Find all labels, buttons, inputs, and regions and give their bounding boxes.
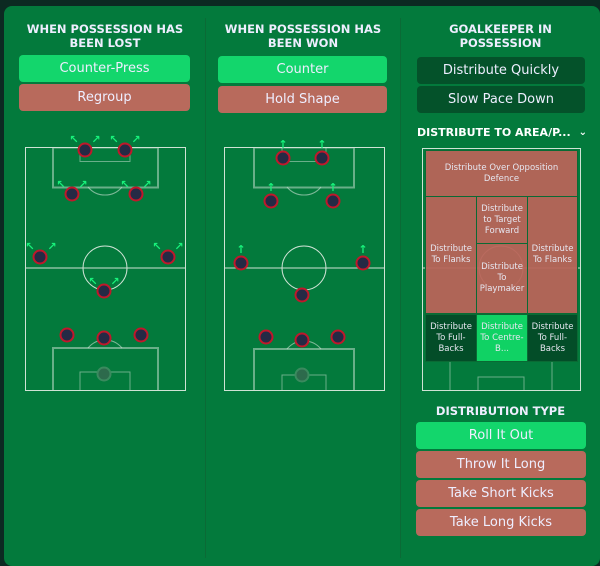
roll-it-out-button[interactable]: Roll It Out <box>416 422 586 449</box>
player-marker[interactable] <box>117 142 133 158</box>
hold-shape-button[interactable]: Hold Shape <box>218 86 387 113</box>
player-marker[interactable] <box>355 255 371 271</box>
arrow-icon: ↗ <box>91 133 101 146</box>
throw-it-long-button[interactable]: Throw It Long <box>416 451 586 478</box>
arrow-icon: ↖ <box>120 178 130 191</box>
counter-press-button[interactable]: Counter-Press <box>19 55 190 82</box>
player-marker[interactable] <box>233 255 249 271</box>
goalkeeper-possession-title: GOALKEEPER IN POSSESSION <box>449 22 552 50</box>
arrow-icon: ↗ <box>78 178 88 191</box>
player-marker[interactable] <box>325 193 341 209</box>
player-marker[interactable] <box>64 186 80 202</box>
distribute-area-dropdown[interactable]: DISTRIBUTE TO AREA/P... ⌄ <box>417 124 587 140</box>
counter-button[interactable]: Counter <box>218 56 387 83</box>
zone-full-backs-right[interactable]: Distribute To Full-Backs <box>527 314 578 362</box>
arrow-up-icon: ↑ <box>328 181 338 194</box>
player-marker[interactable] <box>133 327 149 343</box>
distribute-area-title: DISTRIBUTE TO AREA/P... <box>417 125 571 139</box>
player-marker[interactable] <box>77 142 93 158</box>
player-marker[interactable] <box>128 186 144 202</box>
arrow-icon: ↗ <box>110 275 120 288</box>
slow-pace-down-button[interactable]: Slow Pace Down <box>417 86 585 113</box>
arrow-icon: ↗ <box>131 133 141 146</box>
zone-target-forward[interactable]: Distribute to Target Forward <box>476 196 528 244</box>
player-marker[interactable] <box>59 327 75 343</box>
distribute-quickly-button[interactable]: Distribute Quickly <box>417 57 585 84</box>
zone-playmaker[interactable]: Distribute To Playmaker <box>476 243 528 314</box>
player-marker[interactable] <box>263 193 279 209</box>
goalkeeper-marker[interactable] <box>96 366 112 382</box>
arrow-up-icon: ↑ <box>266 181 276 194</box>
player-marker[interactable] <box>314 150 330 166</box>
pitch-possession-won <box>224 147 385 391</box>
chevron-down-icon: ⌄ <box>578 126 587 138</box>
goalkeeper-marker[interactable] <box>294 367 310 383</box>
pitch-possession-lost <box>25 147 186 391</box>
arrow-icon: ↗ <box>174 240 184 253</box>
arrow-icon: ↖ <box>25 240 35 253</box>
player-marker[interactable] <box>294 332 310 348</box>
arrow-icon: ↖ <box>69 133 79 146</box>
arrow-icon: ↖ <box>56 178 66 191</box>
zone-full-backs-left[interactable]: Distribute To Full-Backs <box>425 314 477 362</box>
take-short-kicks-button[interactable]: Take Short Kicks <box>416 480 586 507</box>
column-divider <box>205 18 206 558</box>
arrow-icon: ↗ <box>47 240 57 253</box>
distribution-type-title: DISTRIBUTION TYPE <box>435 404 566 418</box>
player-marker[interactable] <box>330 329 346 345</box>
player-marker[interactable] <box>96 330 112 346</box>
regroup-button[interactable]: Regroup <box>19 84 190 111</box>
take-long-kicks-button[interactable]: Take Long Kicks <box>416 509 586 536</box>
possession-won-title: WHEN POSSESSION HAS BEEN WON <box>224 22 382 50</box>
zone-centre-backs[interactable]: Distribute To Centre-B... <box>476 314 528 362</box>
arrow-up-icon: ↑ <box>358 243 368 256</box>
player-marker[interactable] <box>160 249 176 265</box>
arrow-icon: ↖ <box>88 275 98 288</box>
arrow-up-icon: ↑ <box>317 138 327 151</box>
arrow-icon: ↖ <box>109 133 119 146</box>
zone-flanks-right[interactable]: Distribute To Flanks <box>527 196 578 314</box>
arrow-icon: ↖ <box>152 240 162 253</box>
player-marker[interactable] <box>32 249 48 265</box>
zone-flanks-left[interactable]: Distribute To Flanks <box>425 196 477 314</box>
player-marker[interactable] <box>294 287 310 303</box>
arrow-up-icon: ↑ <box>236 243 246 256</box>
player-marker[interactable] <box>96 283 112 299</box>
arrow-icon: ↗ <box>142 178 152 191</box>
arrow-up-icon: ↑ <box>278 138 288 151</box>
column-divider <box>400 18 401 558</box>
player-marker[interactable] <box>258 329 274 345</box>
possession-lost-title: WHEN POSSESSION HAS BEEN LOST <box>26 22 184 50</box>
player-marker[interactable] <box>275 150 291 166</box>
zone-over-opposition-defence[interactable]: Distribute Over Opposition Defence <box>425 150 578 197</box>
pitch-distribute-area: Distribute Over Opposition Defence Distr… <box>422 148 581 391</box>
